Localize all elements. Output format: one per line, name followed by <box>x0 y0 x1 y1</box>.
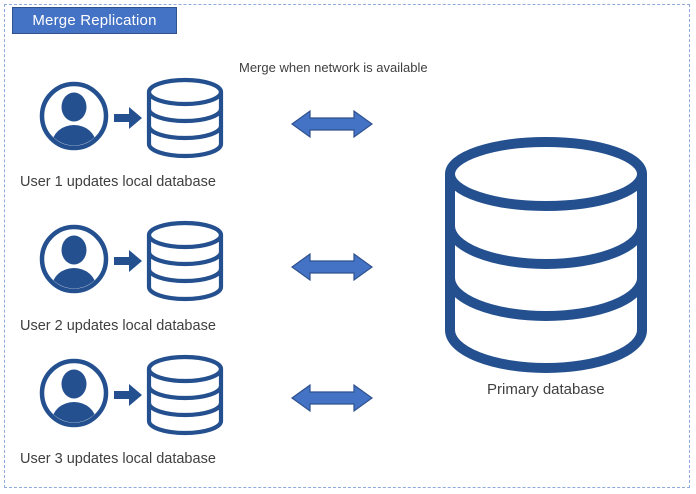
bidirectional-arrow-icon[interactable] <box>290 381 374 415</box>
right-arrow-icon <box>112 381 144 409</box>
bidirectional-arrow-icon[interactable] <box>290 250 374 284</box>
user-avatar-icon <box>38 80 110 152</box>
user-row-caption: User 1 updates local database <box>20 174 216 190</box>
bidirectional-arrow-icon[interactable] <box>290 107 374 141</box>
user-avatar-icon <box>38 223 110 295</box>
primary-database-cylinder-icon <box>440 136 652 373</box>
page-title: Merge Replication <box>32 12 157 29</box>
right-arrow-icon <box>112 104 144 132</box>
database-cylinder-icon <box>143 220 227 302</box>
database-cylinder-icon <box>143 77 227 159</box>
primary-database-label: Primary database <box>487 381 605 398</box>
diagram-title-banner: Merge Replication <box>12 7 177 34</box>
user-row-caption: User 3 updates local database <box>20 451 216 467</box>
merge-condition-label: Merge when network is available <box>239 60 428 75</box>
user-avatar-icon <box>38 357 110 429</box>
user-row-caption: User 2 updates local database <box>20 318 216 334</box>
right-arrow-icon <box>112 247 144 275</box>
database-cylinder-icon <box>143 354 227 436</box>
diagram-frame <box>4 4 690 488</box>
